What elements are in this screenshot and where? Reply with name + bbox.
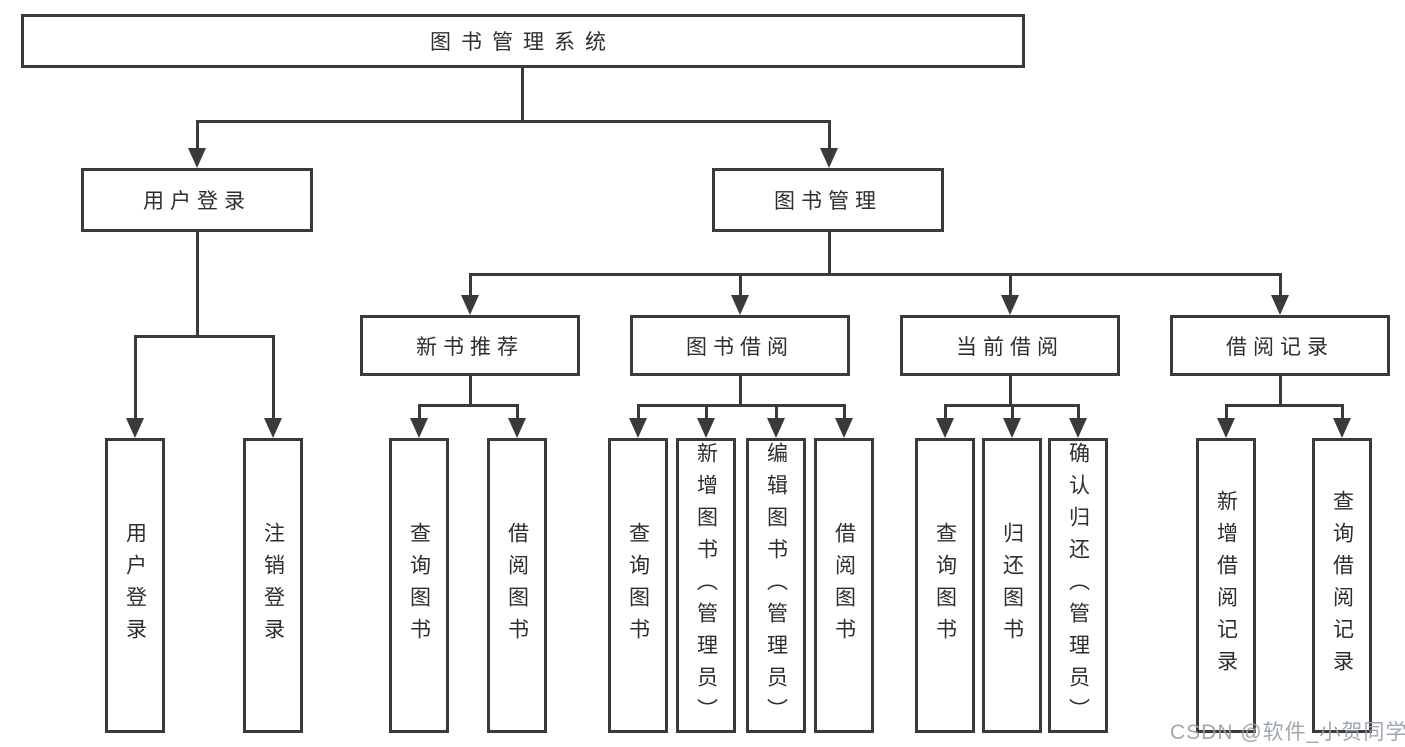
leaf-borrow-borrow-label: 借阅图书	[832, 521, 856, 650]
leaf-record-query: 查询借阅记录	[1312, 438, 1372, 733]
leaf-current-confirm-admin-label: 确认归还（管理员）	[1066, 441, 1090, 730]
arrowhead-down-icon	[1217, 418, 1235, 438]
connector-book-borrow-stem	[739, 376, 742, 406]
node-new-book-recommend: 新书推荐	[360, 315, 580, 376]
node-user-login-label: 用户登录	[143, 190, 251, 213]
connector-book-borrow-drop	[739, 273, 742, 303]
connector-level3-bar	[469, 273, 1282, 276]
connector-borrow-record-bar	[1225, 404, 1344, 407]
leaf-record-add-label: 新增借阅记录	[1214, 489, 1238, 682]
node-book-borrow-label: 图书借阅	[686, 335, 794, 359]
arrowhead-down-icon	[1001, 295, 1019, 315]
connector-root-stem	[521, 68, 524, 120]
connector-borrow-record-drop	[1279, 273, 1282, 303]
leaf-new-book-query: 查询图书	[389, 438, 449, 733]
connector-book-management-drop	[828, 120, 831, 150]
node-current-borrow: 当前借阅	[900, 315, 1120, 376]
leaf-new-book-borrow: 借阅图书	[487, 438, 547, 733]
connector-level2-bar	[196, 120, 831, 123]
leaf-user-login: 用户登录	[105, 438, 165, 733]
arrowhead-down-icon	[820, 148, 838, 168]
arrowhead-down-icon	[461, 295, 479, 315]
arrowhead-down-icon	[697, 418, 715, 438]
arrowhead-down-icon	[264, 418, 282, 438]
arrowhead-down-icon	[126, 418, 144, 438]
connector-leaf-drop	[637, 404, 640, 422]
leaf-current-return-label: 归还图书	[1000, 521, 1024, 650]
node-book-borrow: 图书借阅	[630, 315, 850, 376]
node-book-management-label: 图书管理	[774, 190, 882, 213]
connector-new-book-stem	[469, 376, 472, 406]
leaf-logout-label: 注销登录	[261, 521, 285, 650]
connector-current-borrow-bar	[944, 404, 1080, 407]
connector-leaf-drop	[775, 404, 778, 422]
arrowhead-down-icon	[936, 418, 954, 438]
leaf-borrow-edit-admin: 编辑图书（管理员）	[746, 438, 806, 733]
node-current-borrow-label: 当前借阅	[956, 335, 1064, 359]
leaf-borrow-edit-admin-label: 编辑图书（管理员）	[764, 441, 788, 730]
arrowhead-down-icon	[731, 295, 749, 315]
connector-leaf-drop	[418, 404, 421, 422]
node-book-management: 图书管理	[712, 168, 944, 232]
connector-leaf-drop	[516, 404, 519, 422]
connector-book-borrow-bar	[637, 404, 846, 407]
connector-login-leaf-drop	[134, 335, 137, 420]
node-root: 图书管理系统	[21, 14, 1025, 68]
leaf-logout: 注销登录	[243, 438, 303, 733]
arrowhead-down-icon	[1069, 418, 1087, 438]
leaf-new-book-borrow-label: 借阅图书	[505, 521, 529, 650]
connector-current-borrow-stem	[1009, 376, 1012, 406]
node-root-label: 图书管理系统	[430, 31, 616, 54]
arrowhead-down-icon	[1333, 418, 1351, 438]
leaf-borrow-add-admin: 新增图书（管理员）	[676, 438, 736, 733]
leaf-current-return: 归还图书	[982, 438, 1042, 733]
node-user-login: 用户登录	[81, 168, 313, 232]
connector-leaf-drop	[1341, 404, 1344, 422]
connector-leaf-drop	[944, 404, 947, 422]
leaf-borrow-add-admin-label: 新增图书（管理员）	[694, 441, 718, 730]
connector-borrow-record-stem	[1279, 376, 1282, 406]
leaf-new-book-query-label: 查询图书	[407, 521, 431, 650]
connector-new-book-drop	[469, 273, 472, 303]
arrowhead-down-icon	[835, 418, 853, 438]
leaf-current-confirm-admin: 确认归还（管理员）	[1048, 438, 1108, 733]
leaf-borrow-query: 查询图书	[608, 438, 668, 733]
node-new-book-recommend-label: 新书推荐	[416, 335, 524, 359]
node-borrow-record-label: 借阅记录	[1226, 335, 1334, 359]
arrowhead-down-icon	[188, 148, 206, 168]
connector-book-management-stem	[828, 232, 831, 273]
arrowhead-down-icon	[767, 418, 785, 438]
arrowhead-down-icon	[629, 418, 647, 438]
leaf-user-login-label: 用户登录	[123, 521, 147, 650]
arrowhead-down-icon	[1003, 418, 1021, 438]
connector-leaf-drop	[1011, 404, 1014, 422]
arrowhead-down-icon	[1271, 295, 1289, 315]
leaf-record-add: 新增借阅记录	[1196, 438, 1256, 733]
arrowhead-down-icon	[410, 418, 428, 438]
connector-user-login-stem	[196, 232, 199, 337]
csdn-watermark: CSDN @软件_小贺同学	[1170, 721, 1405, 744]
connector-user-login-bar	[134, 335, 275, 338]
connector-leaf-drop	[705, 404, 708, 422]
leaf-current-query-label: 查询图书	[933, 521, 957, 650]
connector-leaf-drop	[1225, 404, 1228, 422]
node-borrow-record: 借阅记录	[1170, 315, 1390, 376]
leaf-borrow-borrow: 借阅图书	[814, 438, 874, 733]
connector-leaf-drop	[1077, 404, 1080, 422]
connector-new-book-bar	[418, 404, 519, 407]
arrowhead-down-icon	[508, 418, 526, 438]
connector-current-borrow-drop	[1009, 273, 1012, 303]
leaf-current-query: 查询图书	[915, 438, 975, 733]
leaf-borrow-query-label: 查询图书	[626, 521, 650, 650]
connector-user-login-drop	[196, 120, 199, 150]
connector-logout-leaf-drop	[272, 335, 275, 420]
leaf-record-query-label: 查询借阅记录	[1330, 489, 1354, 682]
connector-leaf-drop	[843, 404, 846, 422]
